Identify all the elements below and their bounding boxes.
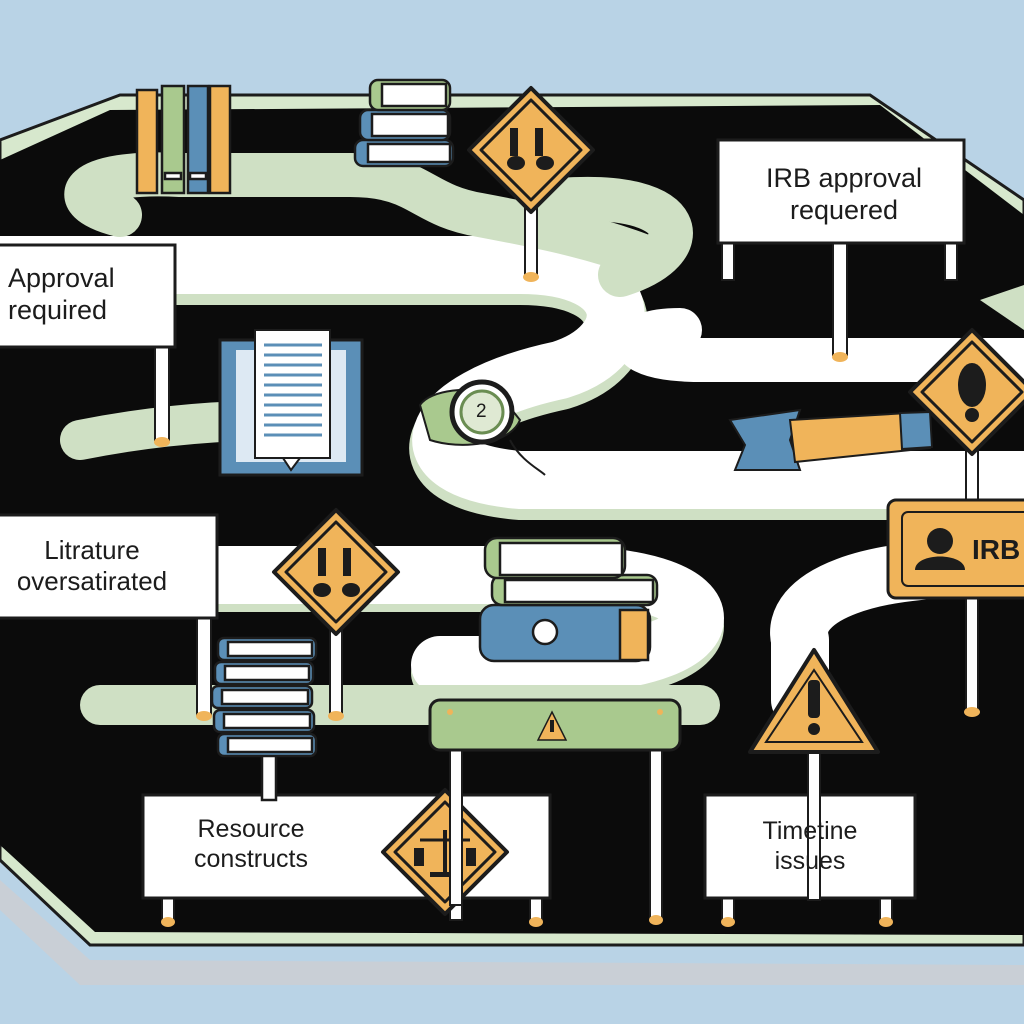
resource-sign-text: Resource constructs: [187, 815, 315, 874]
literature-line-2: oversatirated: [16, 565, 168, 596]
irb-approval-line-2: requered: [789, 194, 899, 225]
sign-literature-oversaturated: [0, 513, 219, 721]
irb-badge-text: IRB: [972, 534, 1021, 565]
warning-triangle-icon: [748, 648, 880, 901]
book-stack-left-icon: [210, 636, 318, 802]
timeline-sign-text: Timetine issues: [745, 817, 875, 876]
literature-sign-text: Litrature oversatirated: [8, 535, 176, 596]
timeline-line-2: issues: [774, 846, 846, 875]
approval-line-1: Approval: [8, 263, 115, 293]
approval-line-2: required: [8, 294, 108, 325]
irb-badge-sign: [886, 498, 1024, 600]
green-banner-sign: [428, 698, 682, 925]
warning-sign-middle-icon: [272, 508, 400, 721]
upright-books-icon: [135, 84, 232, 195]
warning-sign-top-icon: [467, 86, 595, 282]
irb-approval-sign-text: IRB approval requered: [754, 163, 934, 227]
irb-approval-line-1: IRB approval: [765, 163, 923, 193]
approval-sign-text: Approval required: [8, 263, 115, 327]
timeline-line-1: Timetine: [762, 817, 858, 845]
magnifier-number: 2: [476, 401, 487, 422]
sign-irb-approval-required: [716, 138, 966, 362]
resource-line-2: constructs: [194, 844, 308, 873]
book-stack-top-icon: [353, 78, 455, 168]
book-stack-center-icon: [478, 536, 659, 663]
ribbon-banner: [728, 408, 934, 471]
arrow-marker: [980, 285, 1024, 330]
magnifier-icon: [418, 379, 546, 476]
literature-line-1: Litrature: [44, 535, 140, 565]
document-icon: [218, 329, 364, 477]
sign-approval-required: [0, 243, 177, 447]
resource-line-1: Resource: [197, 815, 305, 843]
